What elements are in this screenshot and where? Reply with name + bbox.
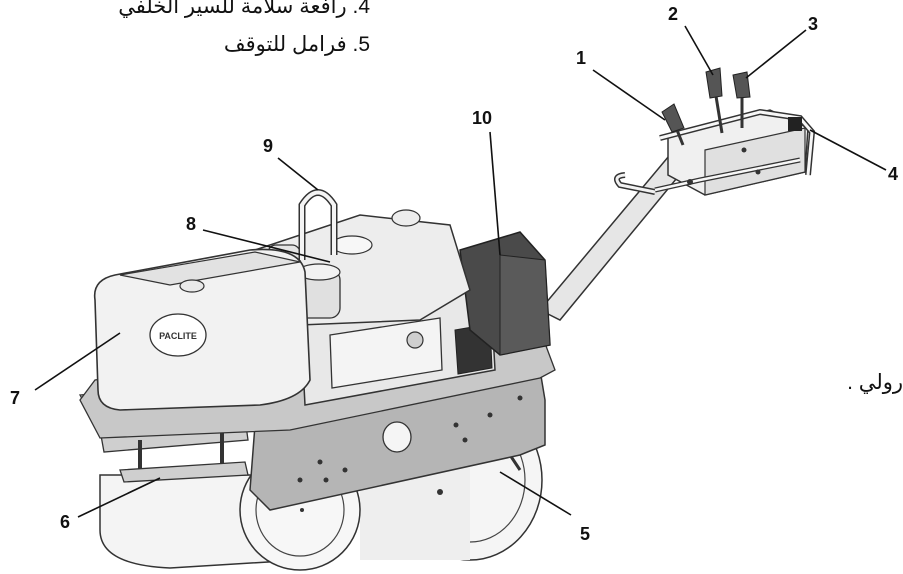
brand-logo-text: PACLITE (159, 331, 197, 341)
callout-2: 2 (668, 4, 678, 24)
callout-1: 1 (576, 48, 586, 68)
lever-1 (661, 103, 685, 146)
tank-box (459, 231, 551, 356)
leader-6 (77, 477, 161, 518)
leader-9 (277, 157, 319, 191)
lever-3 (732, 71, 751, 128)
leader-3 (745, 29, 807, 79)
handle-control-box (654, 108, 816, 196)
front-hood (93, 248, 311, 411)
caption-item-4: 4. رافعة سلامة للسير الخلفي (118, 0, 370, 18)
leader-8 (202, 229, 331, 263)
callout-5: 5 (580, 524, 590, 544)
callout-8: 8 (186, 214, 196, 234)
callout-9: 9 (263, 136, 273, 156)
leader-10 (489, 131, 501, 256)
lever-2 (705, 67, 724, 134)
callout-3: 3 (808, 14, 818, 34)
caption-fragment: رولي . (847, 371, 903, 394)
callout-7: 7 (10, 388, 20, 408)
leader-5 (499, 471, 572, 516)
caption-item-5: 5. فرامل للتوقف (223, 33, 370, 56)
callout-6: 6 (60, 512, 70, 532)
leader-2 (684, 25, 714, 76)
callout-10: 10 (472, 108, 492, 128)
leader-7 (34, 332, 121, 391)
lifting-eye (298, 189, 338, 260)
leader-1 (592, 69, 666, 121)
callout-4: 4 (888, 164, 898, 184)
leader-4 (809, 129, 887, 171)
